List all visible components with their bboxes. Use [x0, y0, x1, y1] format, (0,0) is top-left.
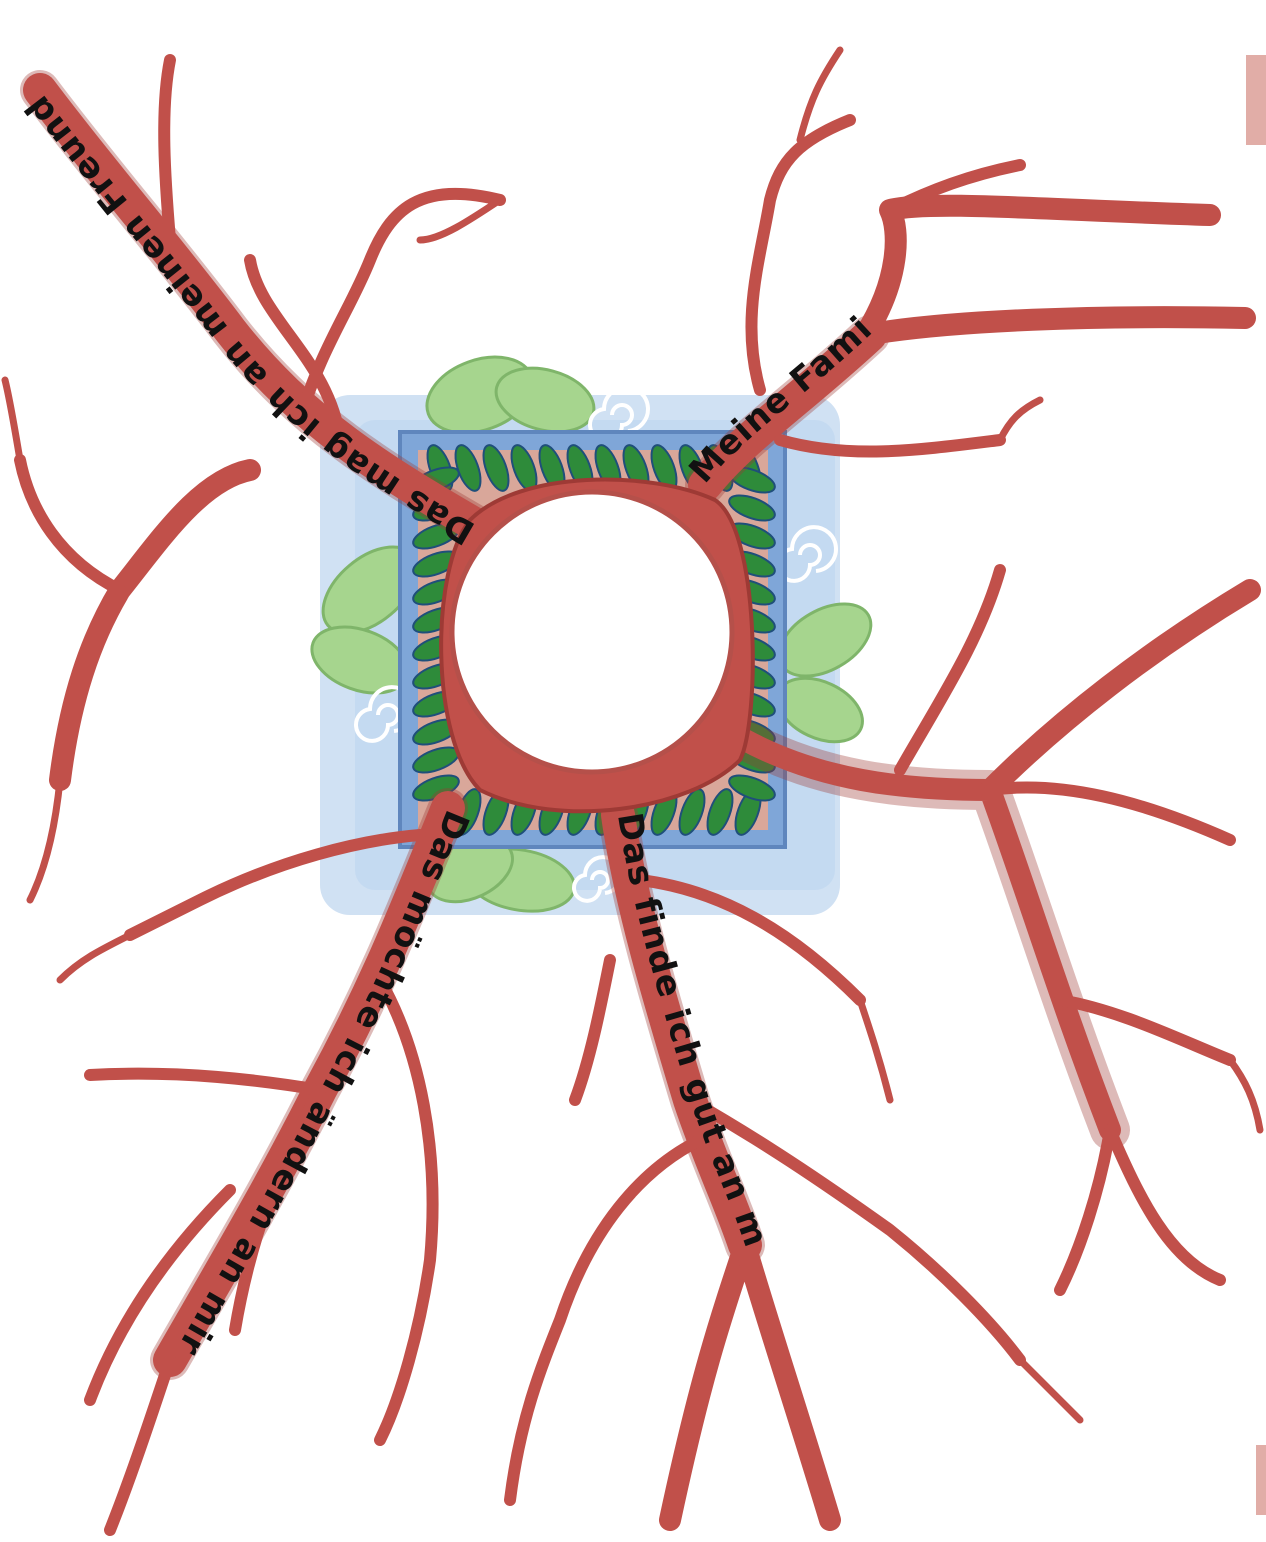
hole-circle: [452, 492, 732, 772]
edge-fragments: [1246, 55, 1266, 1515]
